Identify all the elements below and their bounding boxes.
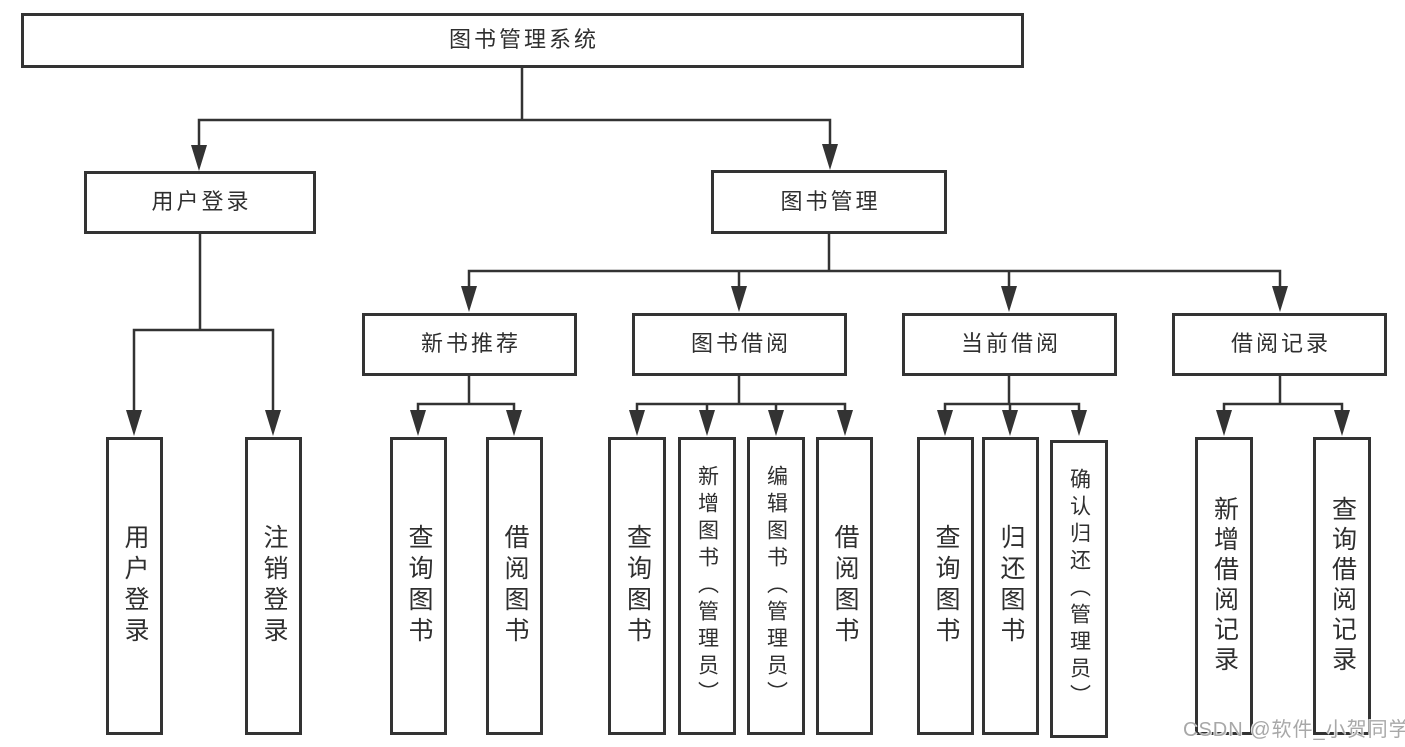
leaf-logout-login-label: 注销登录: [260, 524, 288, 648]
node-new-book-recommend: 新书推荐: [362, 313, 577, 376]
leaf-query-books-borrow-label: 查询图书: [623, 524, 652, 648]
node-user-login-label: 用户登录: [151, 189, 252, 215]
watermark-text: CSDN @软件_小贺同学: [1183, 719, 1405, 741]
leaf-query-books-current: 查询图书: [917, 437, 974, 735]
leaf-query-books-recommend: 查询图书: [390, 437, 447, 735]
leaf-confirm-return-admin: 确认归还（管理员）: [1050, 440, 1108, 738]
node-book-management: 图书管理: [711, 170, 947, 234]
leaf-query-borrow-record-label: 查询借阅记录: [1328, 496, 1357, 676]
node-user-login: 用户登录: [84, 171, 316, 234]
node-new-book-recommend-label: 新书推荐: [420, 331, 521, 357]
leaf-borrow-books-borrow: 借阅图书: [816, 437, 873, 735]
leaf-add-borrow-record-label: 新增借阅记录: [1210, 496, 1239, 676]
leaf-confirm-return-admin-label: 确认归还（管理员）: [1067, 467, 1091, 711]
leaf-add-books-admin-label: 新增图书（管理员）: [695, 464, 719, 708]
node-current-borrow-label: 当前借阅: [960, 331, 1061, 357]
node-book-borrow: 图书借阅: [632, 313, 847, 376]
leaf-query-books-borrow: 查询图书: [608, 437, 666, 735]
leaf-return-books-label: 归还图书: [997, 524, 1025, 648]
node-borrow-records-label: 借阅记录: [1230, 331, 1331, 357]
leaf-query-books-current-label: 查询图书: [932, 524, 960, 648]
leaf-user-login: 用户登录: [106, 437, 163, 735]
node-library-system-label: 图书管理系统: [448, 27, 599, 53]
leaf-borrow-books-recommend-label: 借阅图书: [501, 524, 529, 648]
node-current-borrow: 当前借阅: [902, 313, 1117, 376]
leaf-logout-login: 注销登录: [245, 437, 302, 735]
node-library-system: 图书管理系统: [21, 13, 1024, 68]
leaf-query-borrow-record: 查询借阅记录: [1313, 437, 1371, 735]
leaf-edit-books-admin: 编辑图书（管理员）: [747, 437, 805, 735]
leaf-query-books-recommend-label: 查询图书: [405, 524, 433, 648]
node-book-borrow-label: 图书借阅: [690, 331, 791, 357]
leaf-borrow-books-recommend: 借阅图书: [486, 437, 543, 735]
leaf-add-borrow-record: 新增借阅记录: [1195, 437, 1253, 735]
leaf-return-books: 归还图书: [982, 437, 1039, 735]
node-book-management-label: 图书管理: [780, 188, 881, 214]
leaf-borrow-books-borrow-label: 借阅图书: [831, 524, 859, 648]
node-borrow-records: 借阅记录: [1172, 313, 1387, 376]
leaf-add-books-admin: 新增图书（管理员）: [678, 437, 736, 735]
leaf-user-login-label: 用户登录: [121, 524, 149, 648]
leaf-edit-books-admin-label: 编辑图书（管理员）: [764, 464, 788, 708]
